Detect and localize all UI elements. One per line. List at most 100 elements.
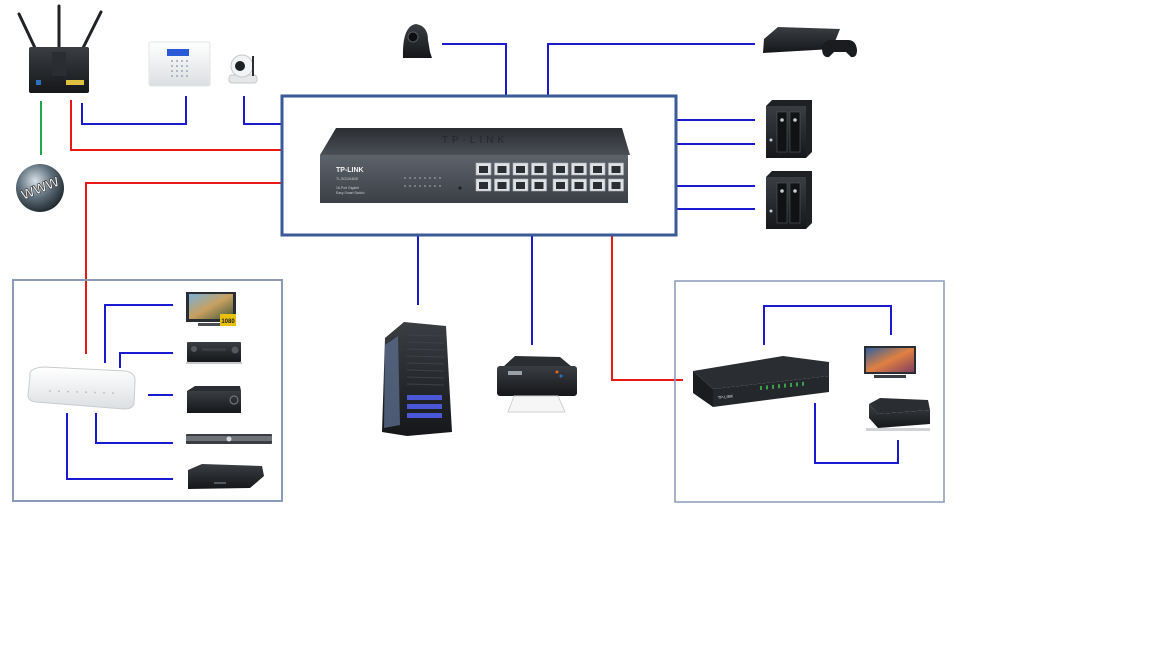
tv-badge (220, 314, 236, 326)
console-link (547, 43, 755, 95)
media-box-top (187, 386, 241, 391)
ptz-link (442, 43, 507, 95)
pc-drive-bays (406, 334, 445, 386)
switch-port-socket (611, 166, 621, 173)
switch-desc-2: Easy Smart Switch (336, 191, 365, 195)
tplink-led (796, 382, 798, 387)
switch-led (434, 177, 436, 179)
connections (40, 43, 899, 480)
nas-drive-latch (780, 189, 784, 193)
bluray-display (214, 482, 226, 484)
printer-display (508, 371, 522, 375)
pc-bay-line (406, 355, 445, 358)
nas-2[interactable] (766, 171, 812, 229)
alarm-key (181, 65, 183, 67)
mp-base (866, 428, 930, 431)
left-group-box (12, 279, 283, 502)
switch-port-socket (593, 182, 602, 189)
tplink-led (760, 386, 762, 390)
lg-tv-link (104, 304, 173, 363)
switch-port-socket (556, 166, 565, 173)
right-group-box (674, 280, 945, 503)
switch-top (320, 128, 630, 155)
switch-port-socket (497, 182, 507, 189)
tplink-led (766, 385, 768, 390)
netgear-led (49, 390, 51, 392)
tplink-switch-brand: TP-LINK (718, 393, 734, 400)
lg-avr-link (119, 352, 173, 368)
switch-port-socket (574, 182, 584, 189)
switch-model: TL-SG1016DE (336, 177, 359, 181)
switch-reset-button (458, 186, 462, 190)
tplink-switch-leds (760, 381, 804, 390)
avr-body (187, 342, 241, 362)
ipcam-lens (235, 61, 245, 71)
switch-top-logo: TP-LINK (442, 135, 508, 146)
main-switch[interactable]: TP-LINK TP-LINK TL-SG1016DE 16-Port Giga… (320, 128, 630, 203)
left-set-top-box[interactable] (186, 434, 272, 444)
pc-window (384, 336, 400, 428)
media-box-body (187, 391, 241, 413)
mp-body (869, 404, 930, 428)
alarm-key (171, 70, 173, 72)
router[interactable] (17, 4, 103, 93)
switch-port-socket (534, 166, 544, 173)
alarm-key (176, 60, 178, 62)
tplink-led (784, 383, 786, 388)
tplink-switch-face (713, 376, 829, 407)
switch-led (439, 177, 441, 179)
switch-led (439, 185, 441, 187)
ptz-camera[interactable] (402, 24, 432, 58)
pc-bay-line (406, 383, 445, 386)
alarm-key (176, 75, 178, 77)
ptz-body (402, 24, 432, 58)
nas-1[interactable] (766, 100, 812, 158)
switch-ports (475, 162, 624, 192)
avr-knob-left (191, 346, 197, 352)
switch-led (404, 177, 406, 179)
printer[interactable] (497, 356, 577, 413)
right-tv[interactable] (864, 346, 916, 378)
left-av-receiver[interactable] (186, 342, 242, 364)
tplink-switch-front (693, 371, 713, 407)
nas-drive-bay (776, 182, 788, 224)
alarm-panel[interactable] (148, 41, 211, 87)
alarm-key (171, 75, 173, 77)
ip-camera[interactable] (228, 54, 258, 84)
game-console[interactable] (763, 27, 857, 58)
left-blu-ray[interactable] (188, 464, 264, 489)
right-media-player[interactable] (866, 398, 930, 431)
printer-body (497, 366, 577, 396)
netgear-led (67, 390, 69, 393)
alarm-key (186, 60, 188, 62)
rg-tv-link (763, 305, 892, 345)
mp-top (869, 398, 930, 414)
router-antenna-left (17, 12, 38, 52)
switch-port-socket (593, 166, 602, 173)
alarm-key (181, 75, 183, 77)
printer-btn-blue (559, 374, 563, 378)
alarm-key (186, 70, 188, 72)
switch-led (414, 177, 416, 179)
router-ports-lan (66, 80, 84, 85)
internet-globe[interactable]: WWW (16, 164, 64, 212)
router-port-blue (36, 80, 41, 85)
lg-stb-link (95, 413, 173, 444)
desktop-pc[interactable] (382, 322, 452, 436)
tv2-screen (866, 348, 914, 372)
media-box-dial (229, 395, 239, 405)
left-media-box[interactable] (187, 386, 241, 413)
nas-drive-latch (780, 118, 784, 122)
left-group-switch[interactable] (27, 366, 136, 410)
left-tv[interactable]: 1080 (186, 292, 236, 326)
netgear-led (76, 391, 78, 393)
switch-led (404, 185, 406, 187)
switch-led (409, 185, 411, 187)
switch-port-socket (574, 166, 584, 173)
pc-fan-1 (407, 395, 442, 400)
right-group-switch[interactable]: TP-LINK (693, 356, 829, 407)
netgear-led (85, 391, 87, 394)
alarm-link (81, 96, 187, 125)
nas-power-button (769, 138, 773, 142)
